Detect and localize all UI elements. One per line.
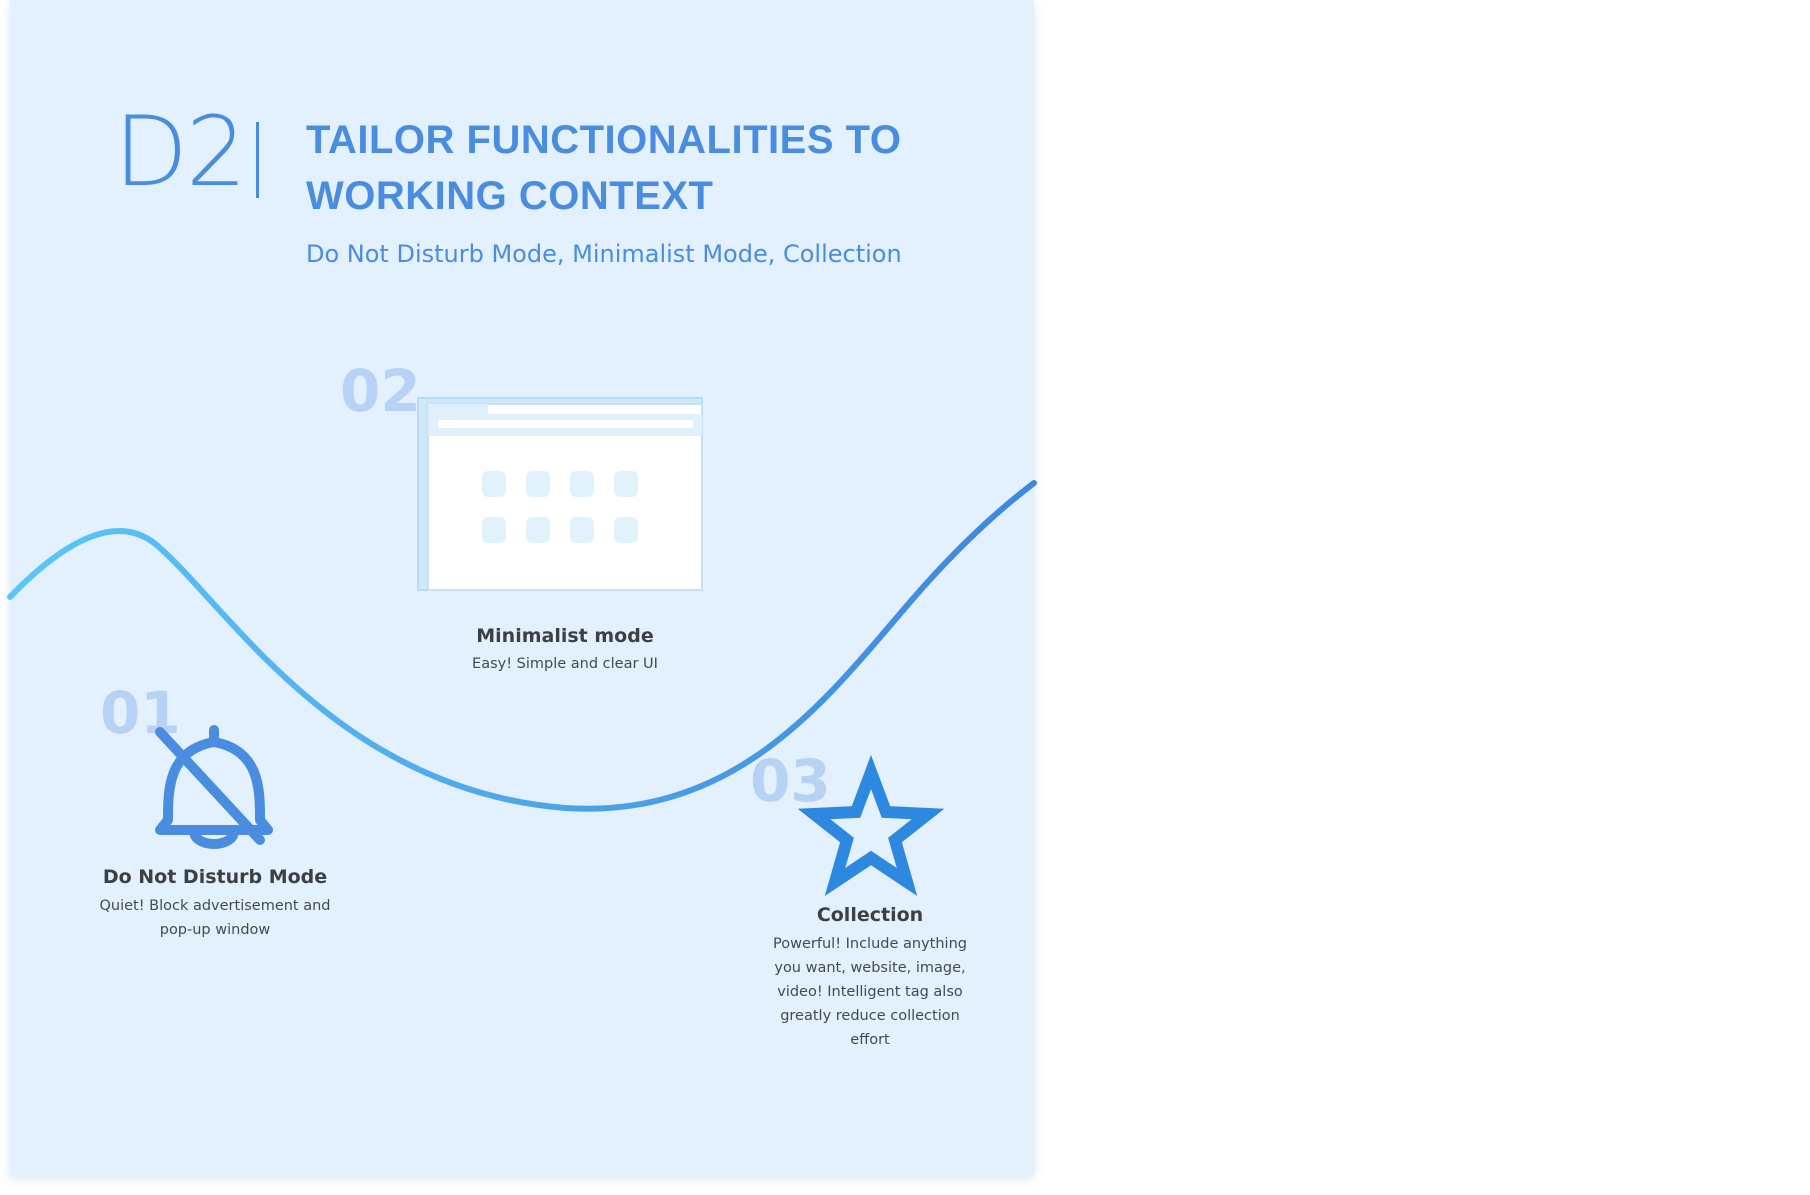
feature-card: D2 TAILOR FUNCTIONALITIES TO WORKING CON… bbox=[7, 0, 1037, 1175]
bell-off-icon bbox=[155, 725, 273, 849]
browser-window-icon bbox=[417, 397, 703, 591]
section-divider bbox=[256, 122, 259, 198]
section-code: D2 bbox=[114, 96, 247, 208]
page-title: TAILOR FUNCTIONALITIES TO WORKING CONTEX… bbox=[306, 118, 902, 218]
feature-title: Collection bbox=[816, 904, 924, 926]
feature-description: Powerful! Include anything you want, web… bbox=[773, 936, 967, 1048]
wave-line bbox=[7, 480, 1037, 812]
feature-number: 03 bbox=[750, 747, 831, 815]
feature-number: 02 bbox=[340, 357, 421, 425]
page-subtitle: Do Not Disturb Mode, Minimalist Mode, Co… bbox=[306, 240, 902, 268]
feature-title: Do Not Disturb Mode bbox=[102, 866, 328, 888]
feature-description: Quiet! Block advertisement and pop-up wi… bbox=[99, 898, 331, 938]
star-icon bbox=[797, 754, 945, 897]
feature-number: 01 bbox=[100, 679, 181, 747]
feature-description: Easy! Simple and clear UI bbox=[472, 656, 658, 672]
feature-title: Minimalist mode bbox=[476, 625, 654, 647]
